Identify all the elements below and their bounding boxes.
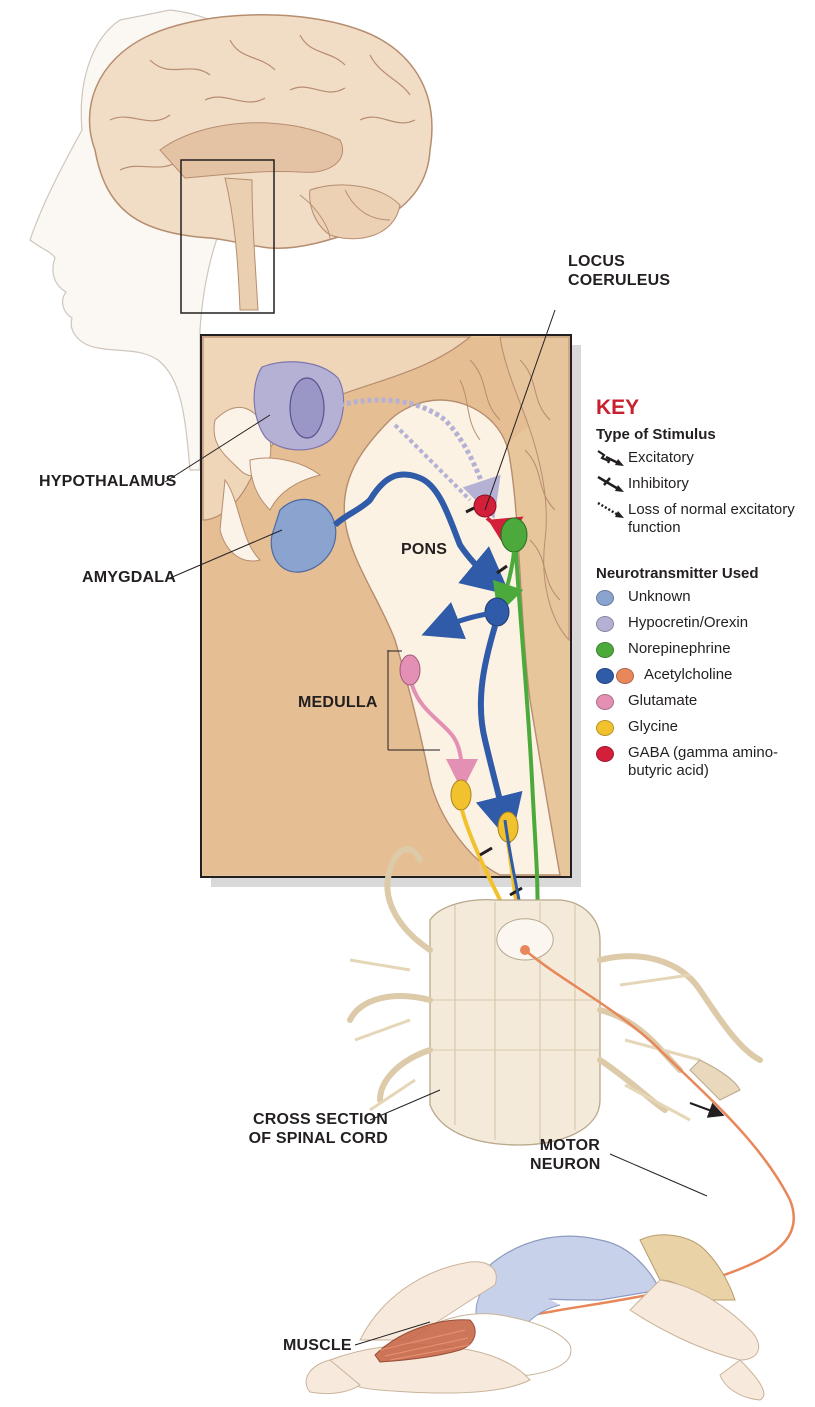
key-title: KEY bbox=[596, 396, 811, 420]
color-dot bbox=[596, 668, 614, 684]
inhibitory-arrow-icon bbox=[596, 475, 628, 493]
neurotransmitter-item: Unknown bbox=[596, 588, 811, 606]
key-row-excitatory: Excitatory bbox=[596, 449, 811, 467]
neurotransmitter-item: Glutamate bbox=[596, 692, 811, 710]
color-dot bbox=[596, 746, 614, 762]
neurotransmitter-item: Norepinephrine bbox=[596, 640, 811, 658]
color-swatch-icon bbox=[596, 744, 628, 762]
loss-of-function-arrow-icon bbox=[596, 501, 628, 519]
color-swatch-icon bbox=[596, 718, 628, 736]
label-amygdala: AMYGDALA bbox=[82, 568, 176, 587]
excitatory-arrow-icon bbox=[596, 449, 628, 467]
label-locus-coeruleus: LOCUS COERULEUS bbox=[568, 252, 670, 290]
color-swatch-icon bbox=[596, 588, 628, 606]
label-cross-section: CROSS SECTION OF SPINAL CORD bbox=[228, 1110, 388, 1148]
label-hypothalamus: HYPOTHALAMUS bbox=[39, 472, 177, 491]
neurotransmitter-heading: Neurotransmitter Used bbox=[596, 565, 811, 582]
color-dot bbox=[596, 616, 614, 632]
color-dot bbox=[596, 642, 614, 658]
neurotransmitter-item: Acetylcholine bbox=[596, 666, 811, 684]
stimulus-heading: Type of Stimulus bbox=[596, 426, 811, 443]
label-muscle: MUSCLE bbox=[283, 1336, 352, 1355]
label-medulla: MEDULLA bbox=[298, 693, 378, 712]
spinal-cord bbox=[350, 849, 760, 1145]
key-row-inhibitory: Inhibitory bbox=[596, 475, 811, 493]
color-swatch-icon bbox=[596, 666, 644, 684]
neurotransmitter-item: Glycine bbox=[596, 718, 811, 736]
hypothalamus-structure bbox=[254, 362, 343, 450]
key-row-loss-of-function: Loss of normal excitatory function bbox=[596, 501, 811, 537]
label-pons: PONS bbox=[401, 540, 447, 559]
motor-neuron-direction-arrow bbox=[690, 1103, 717, 1113]
neurotransmitter-item: GABA (gamma amino-butyric acid) bbox=[596, 744, 811, 780]
sleeping-person bbox=[306, 1235, 764, 1400]
color-swatch-icon bbox=[596, 640, 628, 658]
color-swatch-icon bbox=[596, 692, 628, 710]
label-motor-neuron: MOTOR NEURON bbox=[530, 1136, 600, 1174]
neurotransmitter-list: UnknownHypocretin/OrexinNorepinephrineAc… bbox=[596, 588, 811, 780]
key-legend: KEY Type of Stimulus Excitatory Inhibito… bbox=[596, 396, 811, 788]
color-dot bbox=[616, 668, 634, 684]
color-dot bbox=[596, 720, 614, 736]
color-dot bbox=[596, 694, 614, 710]
color-swatch-icon bbox=[596, 614, 628, 632]
neurotransmitter-item: Hypocretin/Orexin bbox=[596, 614, 811, 632]
color-dot bbox=[596, 590, 614, 606]
